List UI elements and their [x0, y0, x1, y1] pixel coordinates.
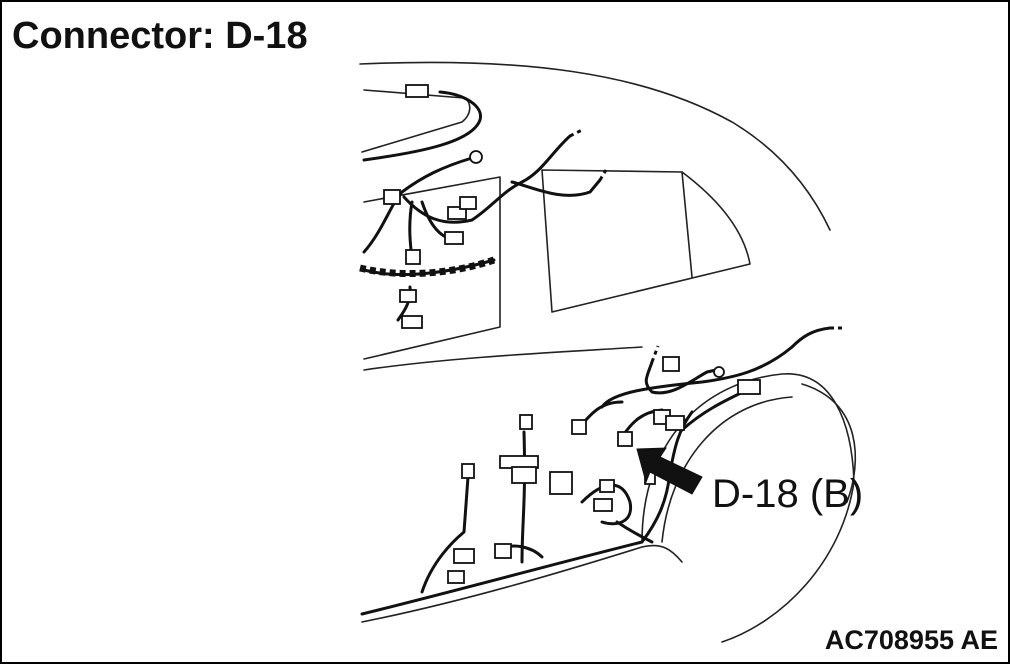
- rear-fender-line: [721, 481, 855, 643]
- callout-arrow-icon: [636, 447, 703, 495]
- main-floor-harness: [360, 410, 694, 616]
- connector: [405, 84, 429, 98]
- connector: [401, 315, 423, 329]
- rear-harness-b: [644, 360, 718, 395]
- connector: [447, 570, 465, 584]
- connector: [461, 463, 475, 479]
- floor-branch-2: [520, 430, 527, 564]
- bumper-edge: [801, 383, 857, 503]
- floor-branch-1: [420, 475, 470, 594]
- connector: [571, 419, 587, 435]
- connector: [662, 356, 680, 372]
- connector: [405, 249, 421, 265]
- connector: [593, 498, 613, 512]
- connector: [383, 189, 401, 205]
- connector: [459, 196, 477, 210]
- rear-harness-a: [600, 345, 794, 409]
- connector: [447, 206, 467, 220]
- rear-window-outline: [541, 169, 751, 313]
- corrugated-tube: [359, 256, 496, 277]
- connector: [599, 479, 615, 493]
- door-harness-b: [402, 134, 572, 224]
- roof-harness: [362, 90, 482, 162]
- c-pillar-line: [681, 171, 693, 278]
- diagram-title: Connector: D-18: [12, 14, 314, 58]
- figure-code: AC708955 AE: [824, 625, 998, 655]
- connector: [444, 231, 464, 245]
- connector: [399, 289, 417, 303]
- body-side-line: [363, 346, 643, 371]
- connector: [665, 415, 685, 431]
- door-harness-e: [510, 178, 602, 197]
- connector: [737, 379, 761, 395]
- body-lower-line: [361, 544, 683, 623]
- connector: [494, 543, 512, 559]
- connector: [511, 466, 537, 484]
- ground-terminal: [713, 366, 725, 378]
- door-panel-outline: [361, 89, 471, 153]
- ground-terminal: [469, 150, 483, 164]
- door-harness-a: [362, 156, 474, 254]
- connector: [549, 471, 573, 495]
- roof-line: [359, 61, 831, 231]
- connector-callout-label: D-18 (B): [712, 472, 864, 516]
- connector: [453, 548, 475, 564]
- floor-branch-5: [615, 520, 654, 544]
- connector: [519, 414, 533, 430]
- connector-d-18: [617, 431, 633, 447]
- rear-harness-f: [790, 326, 832, 349]
- wheel-arch-inner: [661, 396, 793, 543]
- floor-branch-4: [580, 483, 633, 526]
- door-frame: [363, 176, 501, 360]
